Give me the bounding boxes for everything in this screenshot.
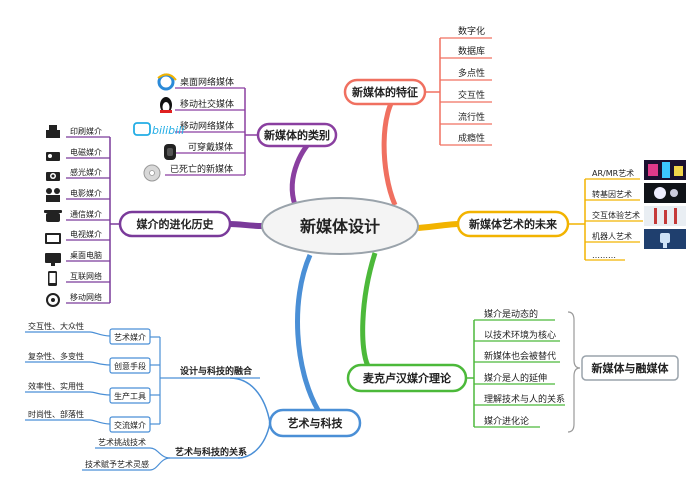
- fusion-tag: 生产工具: [114, 391, 146, 401]
- features-connector: [381, 91, 400, 206]
- history-item: 电影媒介: [70, 188, 102, 198]
- future-connector: [417, 221, 459, 231]
- future-item: ………: [592, 251, 616, 260]
- transgenic-art-image: [644, 183, 686, 203]
- relation-item: 技术赋予艺术灵感: [85, 459, 149, 469]
- category-item: 桌面网络媒体: [180, 76, 234, 88]
- future-items: AR/MR艺术 转基因艺术 交互体验艺术 机器人艺术 ………: [585, 168, 643, 261]
- mcluhan-title: 麦克卢汉媒介理论: [363, 371, 452, 385]
- history-item: 电视媒介: [70, 229, 102, 239]
- qq-penguin-icon: [160, 97, 172, 113]
- categories-title: 新媒体的类别: [264, 128, 330, 142]
- camera-icon: [46, 172, 60, 181]
- fusion-tag: 创意手段: [114, 361, 146, 371]
- fusion-desc: 交互性、大众性: [28, 321, 84, 331]
- history-item: 印刷媒介: [70, 127, 102, 136]
- fusion-desc: 复杂性、多变性: [28, 351, 84, 361]
- fusion-title: 设计与科技的融合: [180, 365, 253, 377]
- mobile-phone-icon: [48, 271, 57, 286]
- feature-item: 数字化: [458, 25, 485, 37]
- history-item: 通信媒介: [70, 209, 102, 219]
- category-item: 移动社交媒体: [180, 98, 234, 110]
- interactive-art-image: [644, 206, 686, 226]
- fitness-band-icon: [164, 144, 176, 160]
- media-convergence-box: [581, 355, 679, 381]
- printing-press-icon: [46, 125, 60, 138]
- category-item: 已死亡的新媒体: [170, 163, 233, 175]
- svg-text:bilibili: bilibili: [152, 124, 184, 137]
- fusion-desc: 时尚性、部落性: [28, 409, 84, 419]
- future-item: AR/MR艺术: [592, 168, 634, 178]
- history-items: 印刷媒介 电磁媒介 感光媒介 电影媒介 通信媒介 电视媒介 桌面电脑 互联网络 …: [66, 127, 110, 304]
- category-item: 移动网络媒体: [180, 120, 234, 132]
- art-tech-title: 艺术与科技: [288, 416, 344, 430]
- bilibili-logo: bilibili: [133, 122, 184, 137]
- feature-item: 流行性: [458, 111, 485, 123]
- features-items: 数字化 数据库 多点性 交互性 流行性 成瘾性: [440, 25, 492, 146]
- history-item: 感光媒介: [70, 167, 102, 177]
- mcluhan-item: 媒介是人的延伸: [484, 372, 547, 384]
- ie-browser-icon: [157, 73, 177, 91]
- wireless-network-icon: [46, 293, 60, 307]
- history-item: 桌面电脑: [70, 250, 102, 260]
- center-node: [261, 197, 419, 255]
- feature-item: 数据库: [458, 45, 485, 57]
- center-title: 新媒体设计: [300, 217, 380, 236]
- fusion-tag: 交流媒介: [114, 420, 146, 430]
- future-item: 转基因艺术: [592, 189, 632, 199]
- mcluhan-connector: [360, 252, 378, 368]
- feature-item: 成瘾性: [458, 132, 485, 144]
- fusion-tag: 艺术媒介: [114, 332, 146, 342]
- feature-item: 多点性: [458, 67, 485, 79]
- fusion-desc: 效率性、实用性: [28, 381, 84, 391]
- mcluhan-item: 以技术环境为核心: [484, 329, 556, 341]
- categories-connector: [289, 138, 314, 206]
- fusion-items: 艺术媒介 创意手段 生产工具 交流媒介 交互性、大众性 复杂性、多变性 效率性、…: [25, 321, 160, 433]
- art-tech-connector: [295, 253, 321, 412]
- film-projector-icon: [46, 188, 60, 202]
- relation-items: 艺术挑战技术 技术赋予艺术灵感: [85, 437, 149, 469]
- history-item: 移动网络: [70, 292, 102, 302]
- telephone-icon: [44, 210, 62, 222]
- cd-disc-icon: [143, 164, 161, 182]
- category-item: 可穿戴媒体: [188, 141, 233, 153]
- mcluhan-item: 媒介是动态的: [484, 308, 538, 320]
- history-connector: [229, 221, 263, 229]
- mcluhan-item: 新媒体也会被替代: [484, 350, 556, 362]
- feature-item: 交互性: [458, 89, 485, 101]
- features-title: 新媒体的特征: [352, 85, 418, 99]
- mcluhan-item: 理解技术与人的关系: [484, 393, 565, 405]
- television-icon: [45, 233, 61, 244]
- future-item: 机器人艺术: [592, 231, 632, 241]
- desktop-computer-icon: [45, 253, 61, 266]
- radio-icon: [46, 152, 60, 161]
- future-title: 新媒体艺术的未来: [469, 217, 558, 231]
- history-title: 媒介的进化历史: [136, 217, 215, 231]
- relation-item: 艺术挑战技术: [98, 437, 146, 447]
- history-item: 电磁媒介: [70, 147, 102, 157]
- relation-title: 艺术与科技的关系: [175, 446, 247, 458]
- history-item: 互联网络: [70, 271, 102, 281]
- robot-art-image: [644, 229, 686, 249]
- ar-mr-art-image: [644, 160, 686, 180]
- future-item: 交互体验艺术: [592, 210, 640, 220]
- mcluhan-item: 媒介进化论: [484, 415, 529, 427]
- categories-items: 桌面网络媒体 移动社交媒体 移动网络媒体 可穿戴媒体 已死亡的新媒体: [165, 76, 245, 176]
- mcluhan-items: 媒介是动态的 以技术环境为核心 新媒体也会被替代 媒介是人的延伸 理解技术与人的…: [474, 308, 565, 428]
- summary-bracket: [567, 311, 581, 433]
- media-convergence-label: 新媒体与融媒体: [592, 361, 670, 375]
